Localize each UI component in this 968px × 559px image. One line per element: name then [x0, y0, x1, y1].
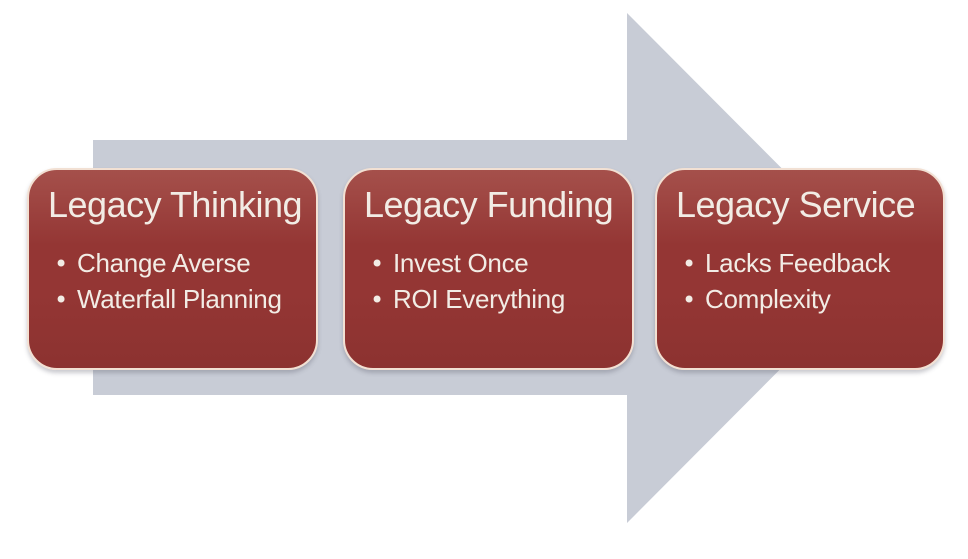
stage-bullet-text: Lacks Feedback — [705, 248, 891, 278]
stage-bullet: • Change Averse — [48, 246, 308, 282]
stage-bullet-text: Change Averse — [77, 248, 251, 278]
stage-bullet: • ROI Everything — [364, 282, 624, 318]
bullet-dot-icon: • — [370, 250, 384, 278]
stage-bullet-text: Invest Once — [393, 248, 529, 278]
stage-bullet-text: Complexity — [705, 284, 831, 314]
bullet-dot-icon: • — [54, 250, 68, 278]
stage-title: Legacy Thinking — [48, 184, 303, 225]
bullet-dot-icon: • — [370, 286, 384, 314]
stage-bullet-text: ROI Everything — [393, 284, 566, 314]
stage-box-legacy-funding: Legacy Funding • Invest Once • ROI Every… — [343, 168, 634, 370]
bullet-dot-icon: • — [54, 286, 68, 314]
bullet-dot-icon: • — [682, 286, 696, 314]
bullet-dot-icon: • — [682, 250, 696, 278]
stage-box-legacy-service: Legacy Service • Lacks Feedback • Comple… — [655, 168, 945, 370]
stage-bullet-list: • Change Averse • Waterfall Planning — [48, 246, 308, 318]
stage-title: Legacy Service — [676, 184, 916, 225]
stage-box-legacy-thinking: Legacy Thinking • Change Averse • Waterf… — [27, 168, 318, 370]
stage-bullet: • Lacks Feedback — [676, 246, 935, 282]
stage-title: Legacy Funding — [364, 184, 614, 225]
stage-bullet-list: • Invest Once • ROI Everything — [364, 246, 624, 318]
stage-bullet-text: Waterfall Planning — [77, 284, 282, 314]
stage-bullet: • Waterfall Planning — [48, 282, 308, 318]
stage-bullet: • Complexity — [676, 282, 935, 318]
stage-bullet: • Invest Once — [364, 246, 624, 282]
stage-bullet-list: • Lacks Feedback • Complexity — [676, 246, 935, 318]
